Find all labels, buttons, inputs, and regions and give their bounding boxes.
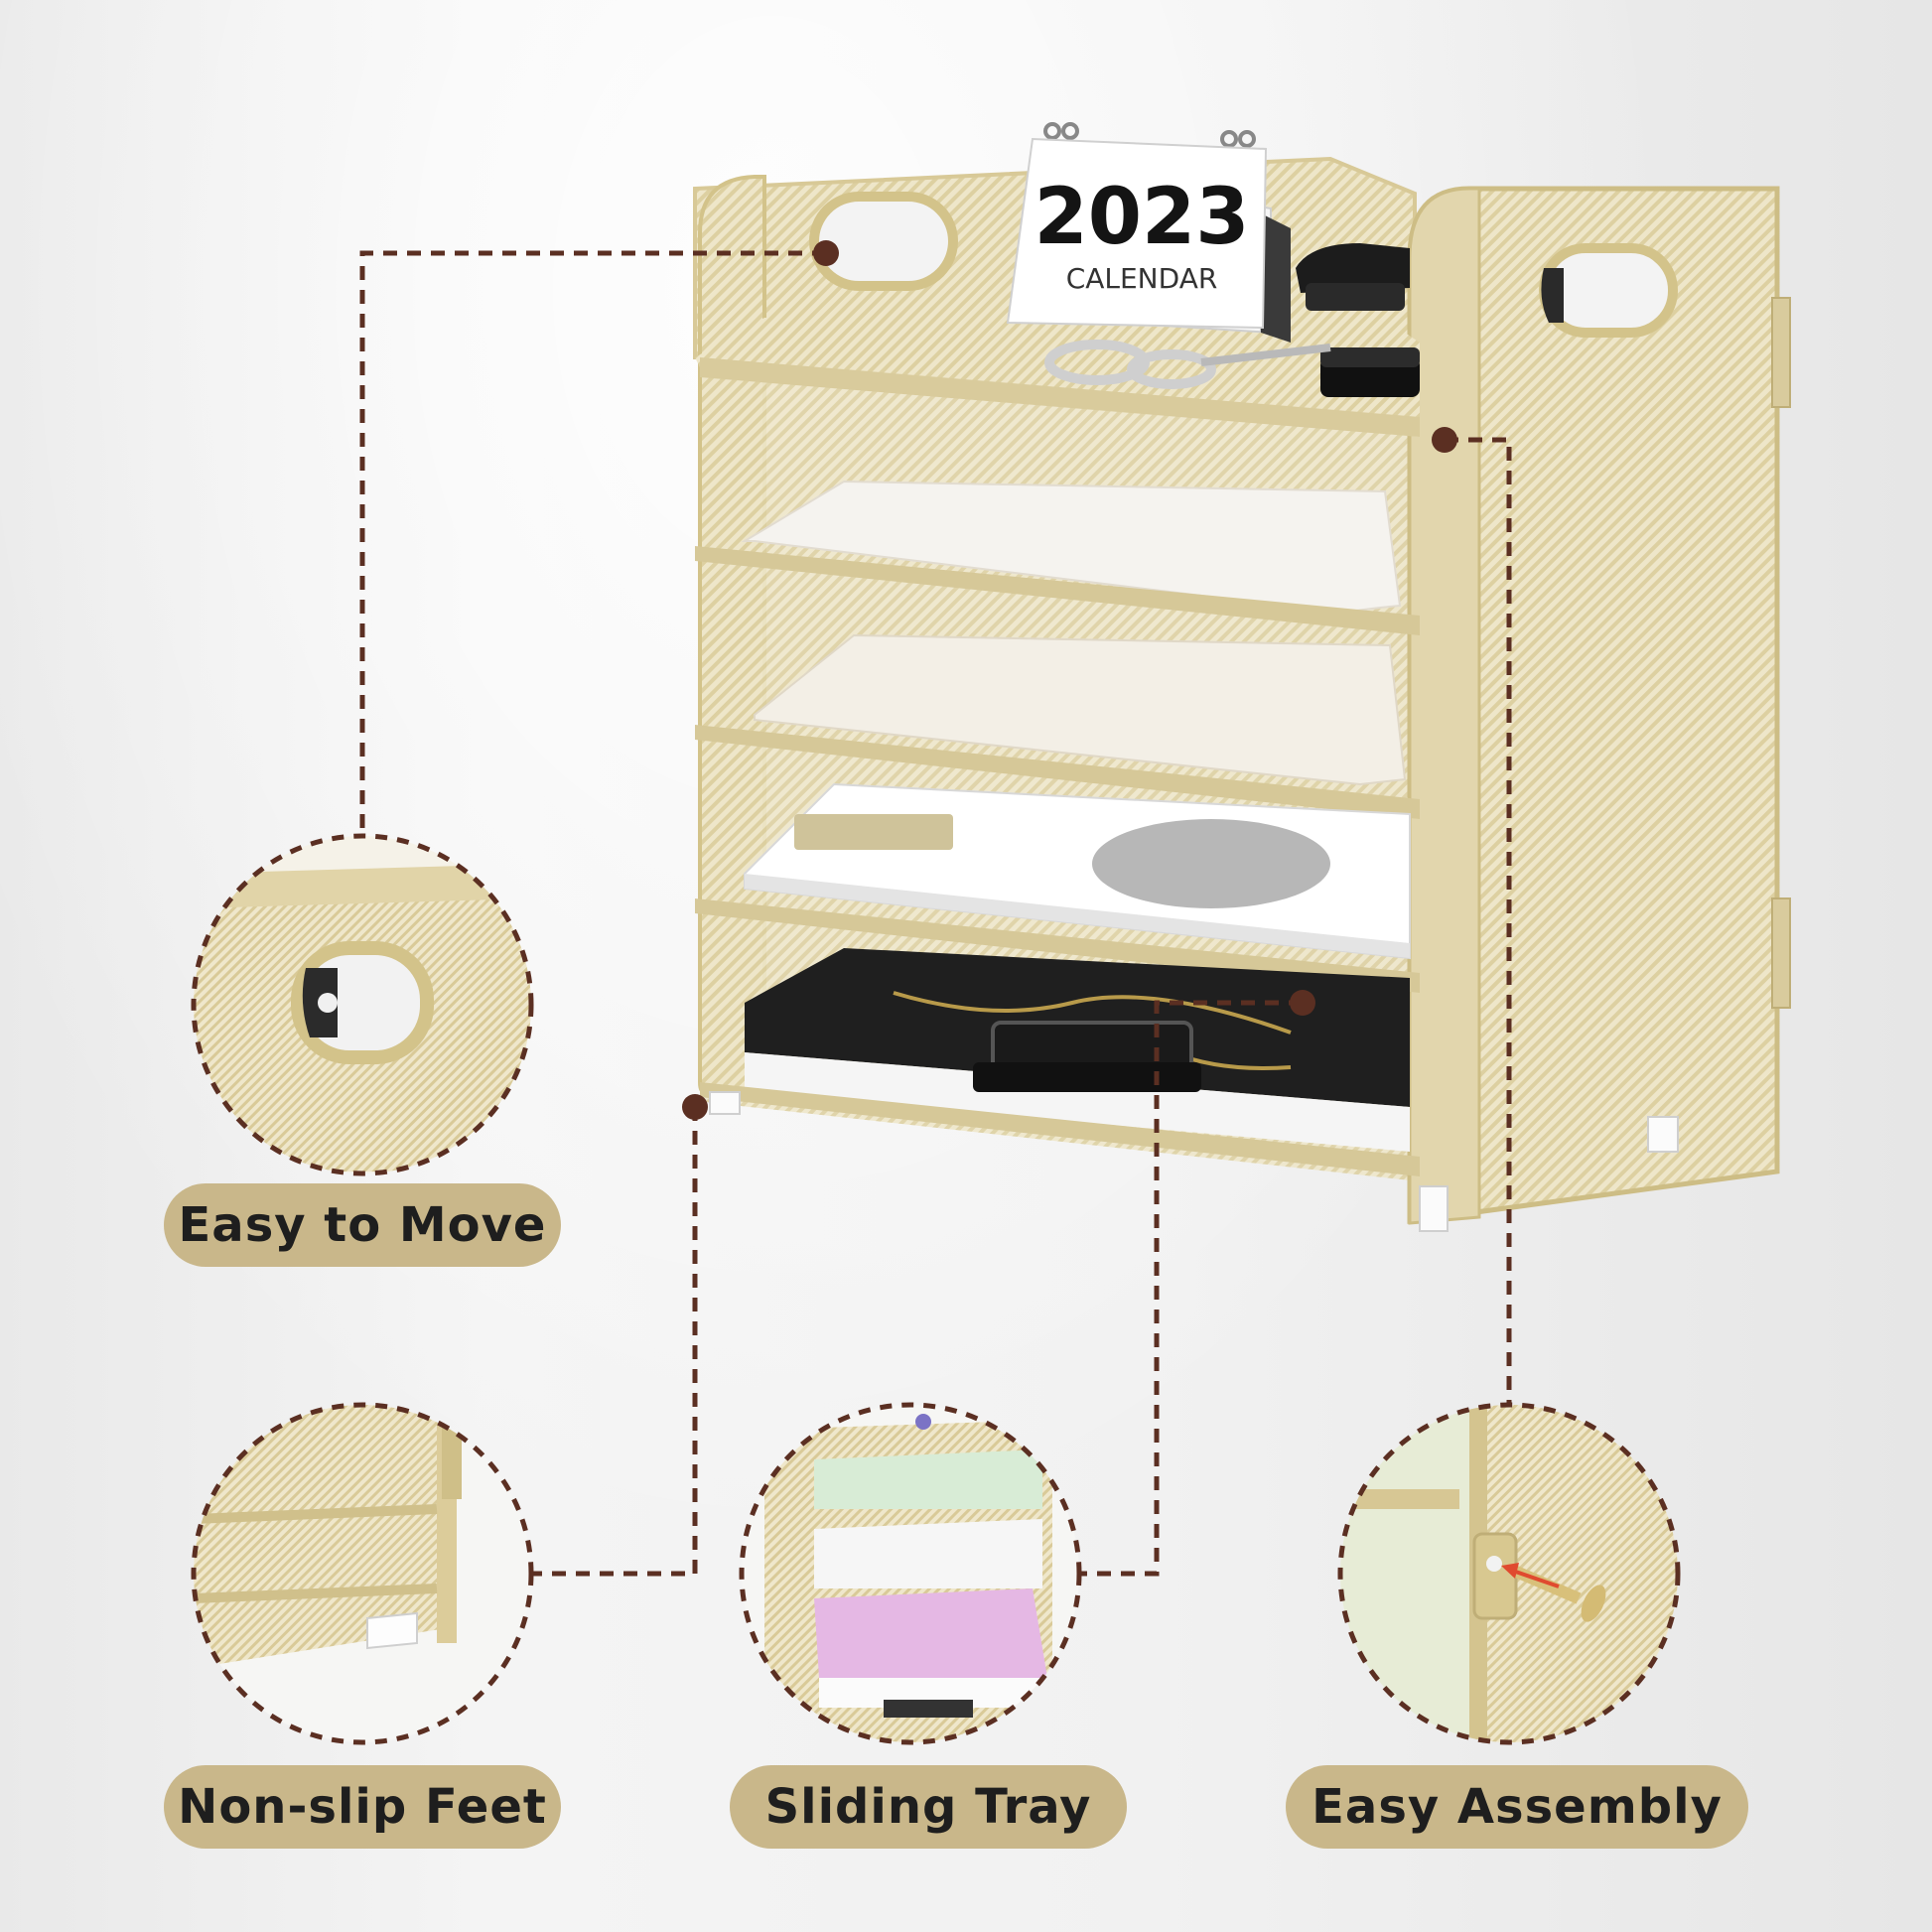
desk-calendar: 2023 CALENDAR — [1006, 122, 1291, 343]
detail-assembly-zoom — [1337, 1402, 1681, 1745]
detail-sliding-tray-zoom — [739, 1402, 1082, 1745]
detail-handle-zoom — [191, 833, 534, 1176]
scissors — [1044, 340, 1331, 389]
leader-lines — [359, 250, 1512, 1577]
leader-dots — [682, 240, 1457, 1120]
feature-non-slip-feet: Non-slip Feet — [164, 1765, 561, 1849]
file-organizer: 2023 CALENDAR — [693, 122, 1791, 1232]
feature-easy-to-move: Easy to Move — [164, 1183, 561, 1267]
feature-sliding-tray: Sliding Tray — [730, 1765, 1127, 1849]
calendar-year: 2023 — [1034, 173, 1249, 262]
calendar-subtitle: CALENDAR — [1066, 262, 1218, 295]
magazine-book — [744, 782, 1411, 960]
marble-folder — [745, 948, 1410, 1152]
feature-easy-assembly: Easy Assembly — [1286, 1765, 1748, 1849]
detail-feet-zoom — [191, 1402, 534, 1745]
stapler — [1296, 243, 1420, 397]
